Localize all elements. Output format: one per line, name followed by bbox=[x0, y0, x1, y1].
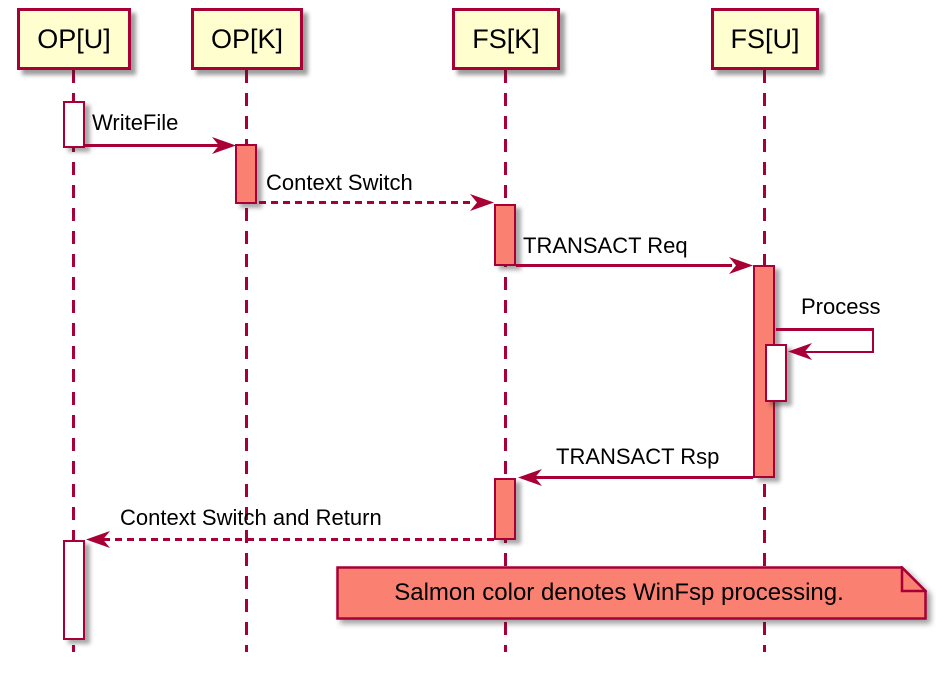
participant-label: OP[K] bbox=[210, 23, 284, 54]
message-label-context-switch: Context Switch bbox=[266, 170, 413, 195]
arrow-left-icon bbox=[518, 469, 542, 486]
lifeline-opk bbox=[245, 70, 248, 652]
arrow-left-icon bbox=[86, 531, 110, 548]
activation-opu-1 bbox=[63, 101, 85, 148]
message-line-context-switch bbox=[259, 201, 475, 204]
message-label-transact-rsp: TRANSACT Rsp bbox=[556, 444, 720, 469]
message-label-process: Process bbox=[801, 294, 881, 319]
self-message-top-line bbox=[776, 328, 874, 331]
participant-label: OP[U] bbox=[37, 23, 111, 54]
arrow-left-icon bbox=[788, 343, 812, 360]
arrow-right-icon bbox=[729, 257, 753, 274]
self-message-vertical-line bbox=[871, 328, 874, 353]
participant-box-opu: OP[U] bbox=[17, 8, 131, 70]
activation-fsu-nested bbox=[765, 344, 787, 402]
arrow-right-icon bbox=[470, 194, 494, 211]
activation-opk bbox=[235, 144, 257, 204]
message-line-transact-req bbox=[516, 264, 732, 267]
activation-fsk-2 bbox=[494, 478, 516, 540]
participant-label: FS[U] bbox=[730, 23, 800, 54]
message-label-writefile: WriteFile bbox=[92, 110, 179, 135]
participant-box-fsu: FS[U] bbox=[711, 8, 819, 70]
participant-label: FS[K] bbox=[472, 23, 540, 54]
message-line-context-switch-return bbox=[91, 538, 495, 541]
lifeline-fsk bbox=[504, 70, 507, 652]
activation-opu-2 bbox=[63, 540, 85, 640]
arrow-right-icon bbox=[212, 137, 236, 154]
message-label-context-switch-return: Context Switch and Return bbox=[120, 505, 382, 530]
message-line-transact-rsp bbox=[522, 476, 753, 479]
lifeline-opu bbox=[72, 70, 75, 652]
self-message-bottom-line bbox=[793, 350, 874, 353]
message-label-transact-req: TRANSACT Req bbox=[523, 233, 688, 258]
note-text: Salmon color denotes WinFsp processing. bbox=[394, 579, 844, 606]
note-shape-icon bbox=[336, 566, 927, 620]
participant-box-opk: OP[K] bbox=[191, 8, 303, 70]
message-line-writefile bbox=[85, 144, 231, 147]
note: Salmon color denotes WinFsp processing. bbox=[336, 566, 927, 620]
participant-box-fsk: FS[K] bbox=[452, 8, 560, 70]
activation-fsk-1 bbox=[494, 204, 516, 266]
